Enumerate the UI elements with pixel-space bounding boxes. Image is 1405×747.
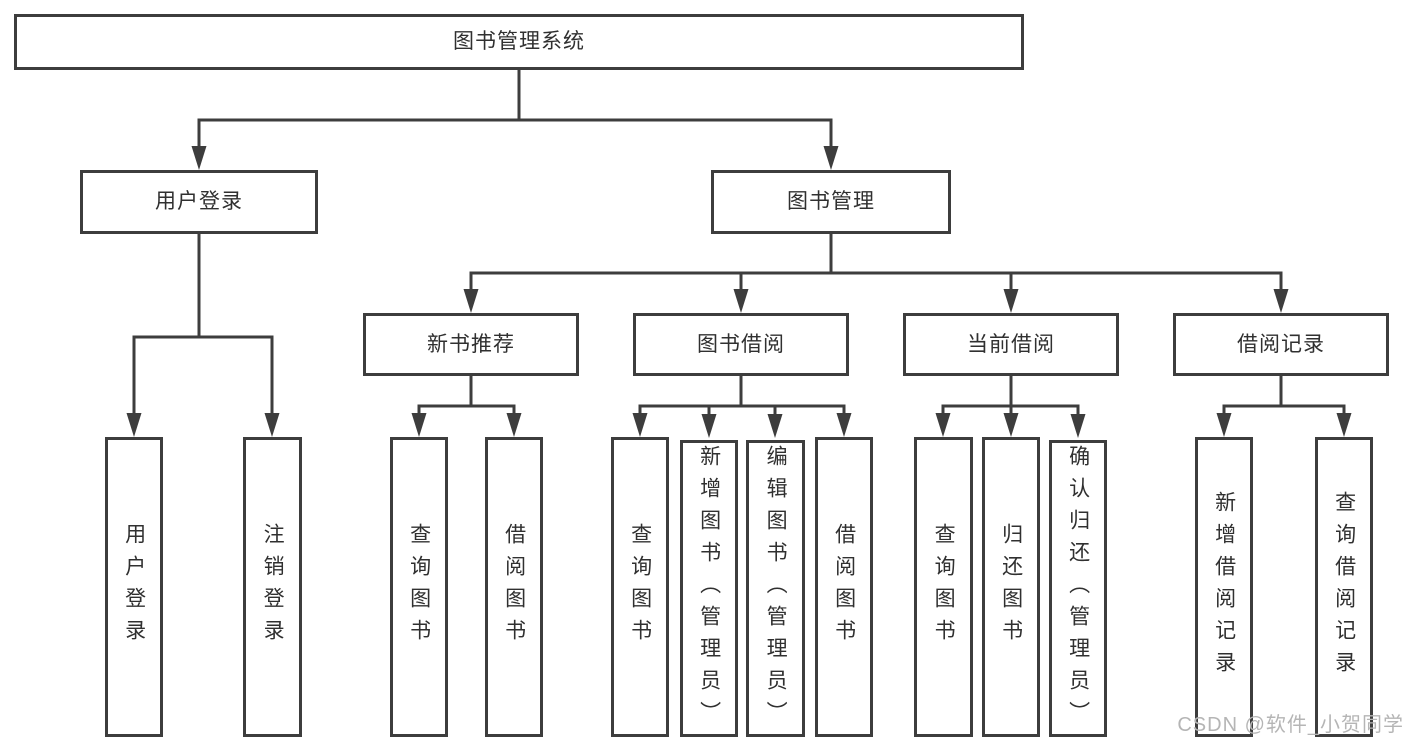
node-borrowing-records: 借阅记录 [1173, 313, 1389, 376]
connector-new-book-children [411, 375, 522, 437]
node-label: 新书推荐 [427, 332, 515, 356]
node-label: 当前借阅 [967, 332, 1055, 356]
node-user-login-action: 用户登录 [105, 437, 163, 737]
node-query-books-recommend: 查询图书 [390, 437, 448, 737]
node-label: 查询图书 [628, 523, 652, 651]
node-label: 确认归还（管理员） [1066, 444, 1090, 733]
connector-book-management-children [463, 233, 1289, 313]
node-label: 查询借阅记录 [1332, 491, 1356, 683]
node-borrow-books-borrowing: 借阅图书 [815, 437, 873, 737]
node-label: 用户登录 [122, 523, 146, 651]
node-return-books: 归还图书 [982, 437, 1040, 737]
node-query-books-borrowing: 查询图书 [611, 437, 669, 737]
connector-user-login-children [126, 233, 280, 437]
node-logout-action: 注销登录 [243, 437, 302, 737]
node-new-book-recommendation: 新书推荐 [363, 313, 579, 376]
node-label: 图书管理系统 [453, 30, 585, 54]
node-add-books-admin: 新增图书（管理员） [680, 440, 738, 737]
node-edit-books-admin: 编辑图书（管理员） [746, 440, 805, 737]
node-label: 图书管理 [787, 190, 875, 214]
connector-root-to-level2 [191, 69, 839, 170]
node-label: 查询图书 [407, 523, 431, 651]
node-add-borrow-record: 新增借阅记录 [1195, 437, 1253, 737]
node-label: 查询图书 [932, 523, 956, 651]
node-label: 图书借阅 [697, 332, 785, 356]
node-label: 借阅图书 [832, 523, 856, 651]
node-book-management: 图书管理 [711, 170, 951, 234]
node-user-login: 用户登录 [80, 170, 318, 234]
connector-borrowing-records-children [1216, 375, 1352, 437]
node-label: 用户登录 [155, 190, 243, 214]
node-confirm-return-admin: 确认归还（管理员） [1049, 440, 1107, 737]
node-label: 新增借阅记录 [1212, 491, 1236, 683]
node-current-borrowing: 当前借阅 [903, 313, 1119, 376]
node-label: 归还图书 [999, 523, 1023, 651]
node-library-management-system: 图书管理系统 [14, 14, 1024, 70]
node-query-books-current: 查询图书 [914, 437, 973, 737]
node-label: 编辑图书（管理员） [764, 444, 788, 733]
node-label: 新增图书（管理员） [697, 444, 721, 733]
node-book-borrowing: 图书借阅 [633, 313, 849, 376]
connector-book-borrowing-children [632, 375, 852, 438]
node-label: 借阅图书 [502, 523, 526, 651]
csdn-watermark: CSDN @软件_小贺同学 [1177, 714, 1404, 736]
connector-current-borrowing-children [935, 375, 1086, 438]
node-label: 注销登录 [261, 523, 285, 651]
node-label: 借阅记录 [1237, 332, 1325, 356]
node-borrow-books-recommend: 借阅图书 [485, 437, 543, 737]
node-query-borrow-record: 查询借阅记录 [1315, 437, 1373, 737]
